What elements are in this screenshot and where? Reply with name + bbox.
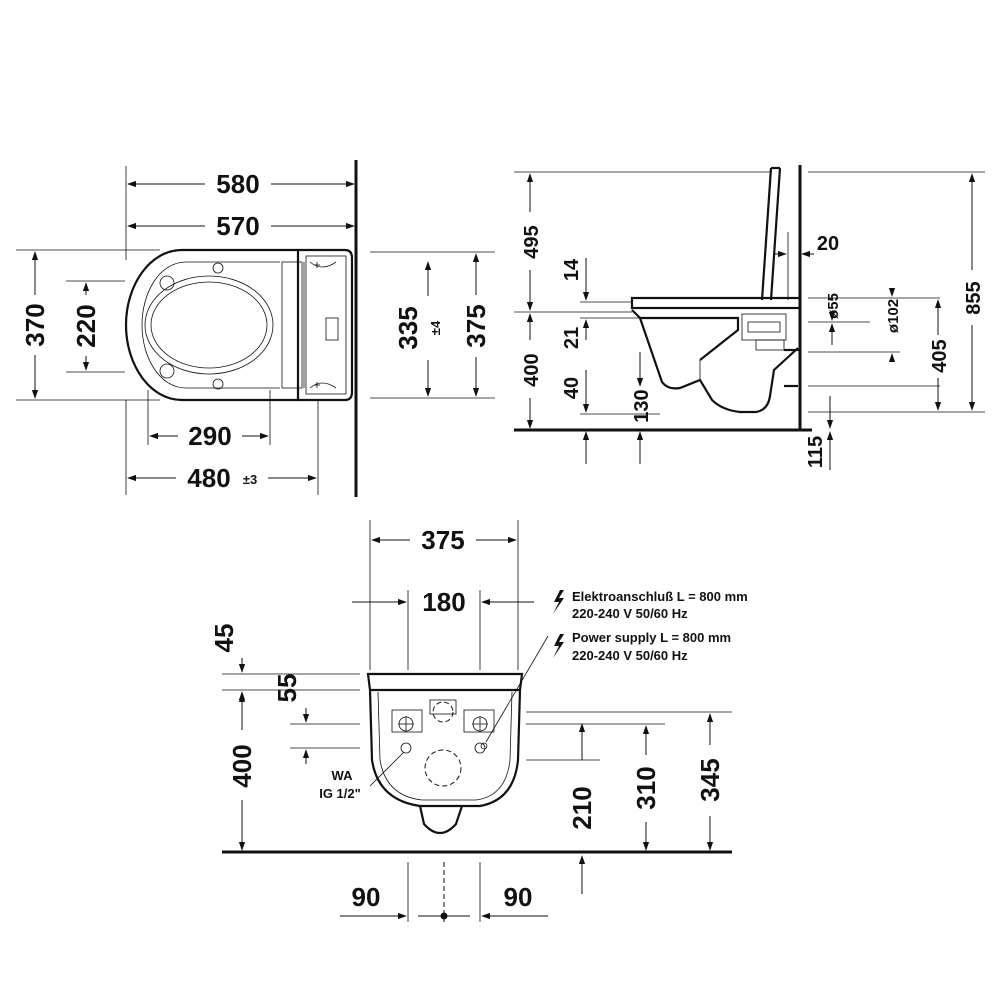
dim-90-right: 90	[504, 882, 533, 912]
bowl-outline	[124, 248, 298, 402]
dim-290: 290	[188, 421, 231, 451]
dim-115: 115	[805, 436, 827, 468]
dim-310: 310	[631, 766, 661, 809]
dim-495: 495	[521, 225, 543, 258]
top-view: 580 570 370 220 290 480 ±3	[16, 160, 495, 497]
rear-unit	[296, 248, 354, 402]
dim-480: 480	[187, 463, 230, 493]
seat-opening	[144, 275, 274, 375]
seat-lid	[630, 296, 802, 310]
front-pedestal	[418, 805, 464, 835]
dim-21: 21	[561, 327, 583, 349]
dim-90-left: 90	[352, 882, 381, 912]
bowl-inner	[141, 261, 280, 389]
dim-580: 580	[216, 169, 259, 199]
dim-570: 570	[216, 211, 259, 241]
dim-400-front: 400	[227, 744, 257, 787]
dim-345: 345	[695, 758, 725, 801]
dim-335: 335	[393, 306, 423, 349]
front-view: 375 180 45 55 400 WA IG 1/2"	[209, 520, 748, 922]
label-elektro-1: Elektroanschluß L = 800 mm	[572, 589, 748, 604]
dim-55: 55	[272, 674, 302, 703]
label-ig: IG 1/2"	[319, 786, 361, 801]
dim-400-side: 400	[521, 353, 543, 386]
dim-45: 45	[209, 624, 239, 653]
label-power-2: 220-240 V 50/60 Hz	[572, 648, 688, 663]
dim-855: 855	[963, 281, 985, 314]
dim-480-tol: ±3	[243, 472, 257, 487]
side-view: 495 400 14 21 40 130 20 ø55	[514, 165, 985, 470]
dim-20: 20	[817, 233, 839, 255]
label-power-1: Power supply L = 800 mm	[572, 630, 731, 645]
dim-14: 14	[561, 258, 583, 281]
dim-370: 370	[20, 303, 50, 346]
dim-130: 130	[631, 389, 653, 422]
dim-375-top: 375	[461, 304, 491, 347]
dim-diameter-55: ø55	[825, 293, 842, 319]
dim-335-tol: ±4	[428, 320, 443, 335]
dim-diameter-102: ø102	[885, 299, 902, 333]
dim-405: 405	[929, 339, 951, 372]
dim-40: 40	[561, 377, 583, 399]
dim-180: 180	[422, 587, 465, 617]
front-body	[366, 672, 524, 808]
dim-220: 220	[71, 304, 101, 347]
lightning-icon	[553, 590, 564, 614]
dim-375-front: 375	[421, 525, 464, 555]
label-wa: WA	[332, 768, 354, 783]
lightning-icon	[553, 634, 564, 658]
bowl-profile	[631, 309, 799, 414]
label-elektro-2: 220-240 V 50/60 Hz	[572, 606, 688, 621]
dim-210: 210	[567, 786, 597, 829]
